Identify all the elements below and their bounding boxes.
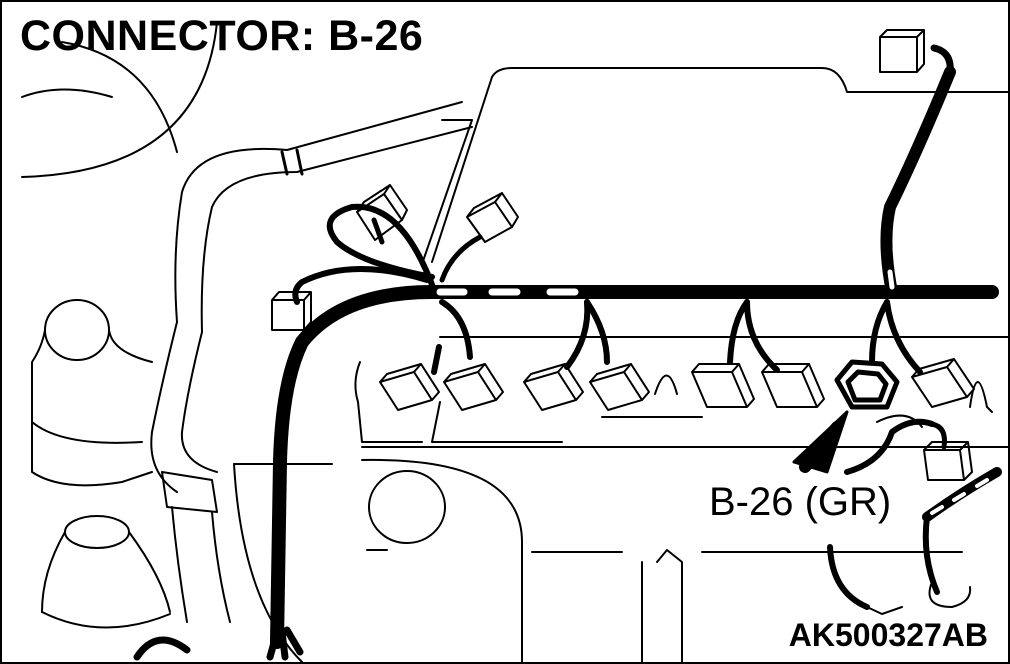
hose	[150, 101, 473, 623]
wiring-harness	[266, 44, 999, 661]
diagram-title: CONNECTOR: B-26	[20, 12, 424, 60]
lower-right-connectors	[827, 414, 1002, 615]
engine-cover	[421, 67, 1008, 265]
figure-code: AK500327AB	[788, 617, 988, 653]
background-arcs	[21, 21, 218, 178]
connector-b26-highlighted	[834, 359, 900, 410]
callout-arrow	[792, 410, 849, 474]
reservoir-tank	[31, 299, 153, 487]
engine-block-lines	[233, 336, 1008, 662]
cap	[41, 515, 191, 661]
connector-callout-label: B-26 (GR)	[705, 480, 896, 525]
connector-row	[379, 358, 993, 413]
upper-connectors	[271, 29, 925, 331]
